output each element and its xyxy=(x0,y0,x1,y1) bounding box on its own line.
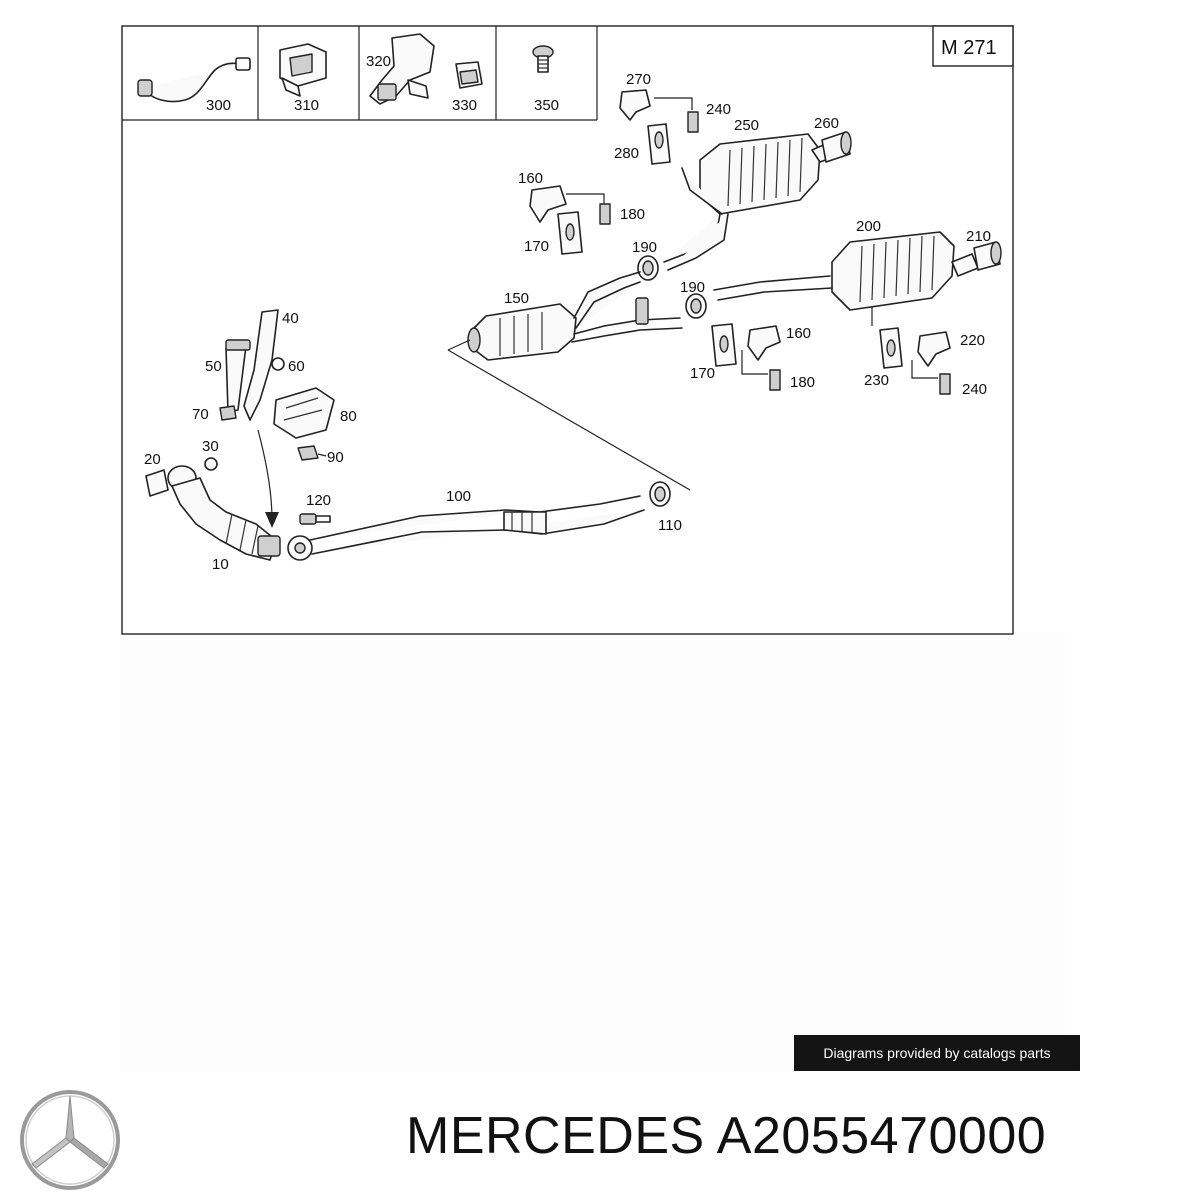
arrow-down-icon xyxy=(257,429,279,528)
callout-320: 320 xyxy=(366,53,391,70)
callout-350: 350 xyxy=(534,97,559,114)
callout-110: 110 xyxy=(658,517,682,534)
callout-40: 40 xyxy=(282,310,299,327)
callout-70: 70 xyxy=(192,406,209,423)
callout-150: 150 xyxy=(504,290,529,307)
callout-190-lower: 190 xyxy=(680,279,705,296)
callout-50: 50 xyxy=(205,358,222,375)
credit-badge: Diagrams provided by catalogs parts xyxy=(794,1035,1080,1071)
callout-60: 60 xyxy=(288,358,305,375)
rear-muffler-upper xyxy=(663,133,837,271)
callout-220: 220 xyxy=(960,332,985,349)
callout-250: 250 xyxy=(734,117,759,134)
clamp-part-190-upper xyxy=(637,255,659,281)
callout-80: 80 xyxy=(340,408,357,425)
model-label: M 271 xyxy=(941,37,997,59)
callout-190-upper: 190 xyxy=(632,239,657,256)
hanger-part-160-lower xyxy=(685,293,781,391)
bracket-part-310 xyxy=(279,43,327,97)
callout-300: 300 xyxy=(206,97,231,114)
mercedes-star-icon xyxy=(20,1090,120,1190)
background-panel xyxy=(120,632,1065,1072)
oxygen-sensor-part xyxy=(137,57,251,103)
rear-muffler-lower xyxy=(713,231,1002,311)
front-catalytic-converter-10 xyxy=(145,457,281,561)
callout-labels: 300 310 320 330 350 270 240 250 260 280 … xyxy=(144,53,991,573)
reference-lines xyxy=(447,339,691,491)
callout-310: 310 xyxy=(294,97,319,114)
callout-10: 10 xyxy=(212,556,229,573)
hanger-part-160-upper xyxy=(529,185,611,255)
bolt-part-350 xyxy=(532,45,554,73)
callout-230: 230 xyxy=(864,372,889,389)
callout-170-upper: 170 xyxy=(524,238,549,255)
callout-180-lower: 180 xyxy=(790,374,815,391)
callout-280: 280 xyxy=(614,145,639,162)
hanger-part-220 xyxy=(871,306,951,395)
bracket-part-320 xyxy=(369,33,483,105)
callout-240-lower: 240 xyxy=(962,381,987,398)
tail-pipe-260 xyxy=(821,131,852,163)
callout-240-upper: 240 xyxy=(706,101,731,118)
callout-160-lower: 160 xyxy=(786,325,811,342)
callout-330: 330 xyxy=(452,97,477,114)
callout-180-upper: 180 xyxy=(620,206,645,223)
front-pipe-100 xyxy=(287,481,671,561)
callout-120: 120 xyxy=(306,492,331,509)
callout-30: 30 xyxy=(202,438,219,455)
callout-200: 200 xyxy=(856,218,881,235)
callout-270: 270 xyxy=(626,71,651,88)
callout-160-upper: 160 xyxy=(518,170,543,187)
catalytic-converter-150 xyxy=(467,271,683,361)
callout-20: 20 xyxy=(144,451,161,468)
callout-260: 260 xyxy=(814,115,839,132)
callout-170-lower: 170 xyxy=(690,365,715,382)
callout-210: 210 xyxy=(966,228,991,245)
front-bracket-set xyxy=(219,309,335,461)
model-label-box: M 271 xyxy=(932,25,1014,67)
callout-90: 90 xyxy=(327,449,344,466)
hanger-part-270 xyxy=(619,89,699,165)
product-title: MERCEDES A2055470000 xyxy=(406,1107,1047,1165)
callout-100: 100 xyxy=(446,488,471,505)
